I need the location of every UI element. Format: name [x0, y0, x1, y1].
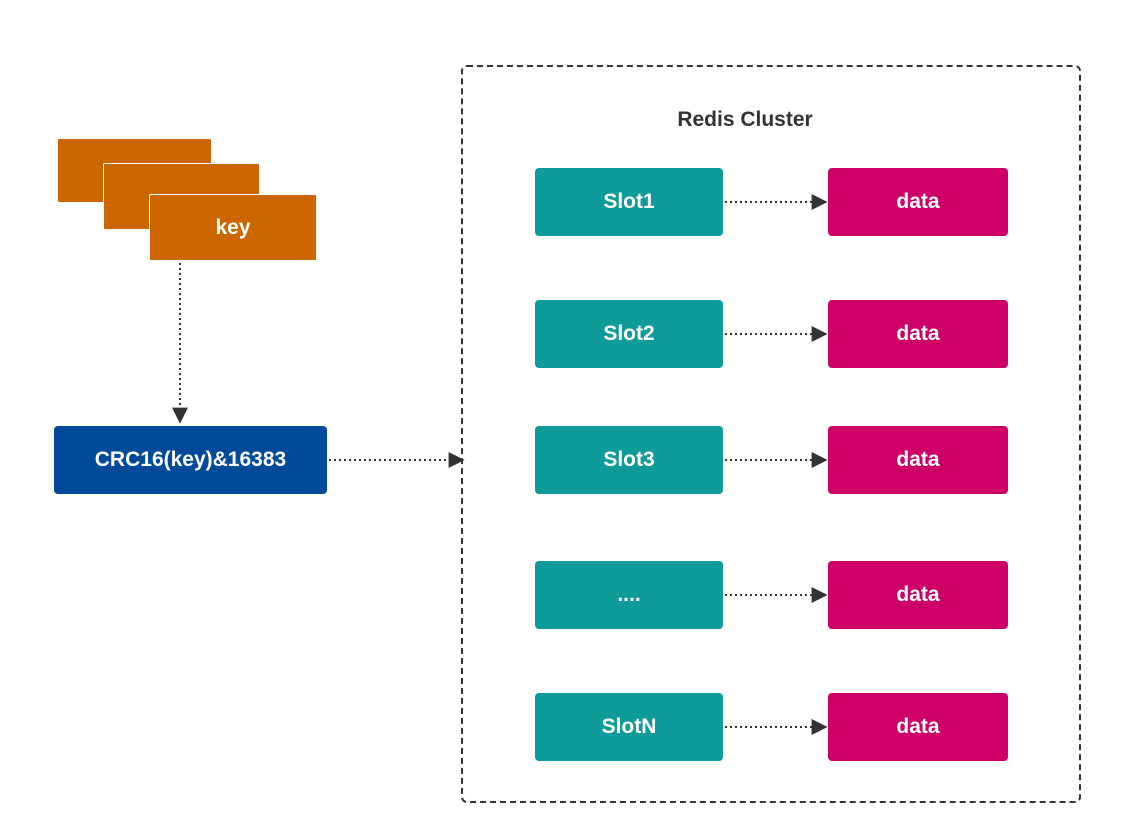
data-box-4: data — [828, 561, 1008, 629]
hash-function-box: CRC16(key)&16383 — [54, 426, 327, 494]
slot-label: Slot2 — [603, 322, 655, 345]
key-label: key — [215, 215, 251, 239]
slot-label: .... — [617, 583, 641, 606]
data-label: data — [896, 715, 940, 738]
data-label: data — [896, 190, 940, 213]
data-box-3: data — [828, 426, 1008, 494]
hash-function-label: CRC16(key)&16383 — [94, 448, 287, 471]
data-label: data — [896, 322, 940, 345]
redis-cluster-container — [461, 65, 1081, 803]
slot-label: SlotN — [601, 715, 657, 738]
slot-box-n: SlotN — [535, 693, 723, 761]
data-box-2: data — [828, 300, 1008, 368]
redis-cluster-title: Redis Cluster — [677, 108, 813, 131]
key-card-front: key — [149, 194, 317, 261]
slot-label: Slot1 — [603, 190, 655, 213]
slot-box-3: Slot3 — [535, 426, 723, 494]
data-label: data — [896, 448, 940, 471]
slot-box-1: Slot1 — [535, 168, 723, 236]
data-box-1: data — [828, 168, 1008, 236]
data-label: data — [896, 583, 940, 606]
slot-box-ellipsis: .... — [535, 561, 723, 629]
data-box-n: data — [828, 693, 1008, 761]
slot-label: Slot3 — [603, 448, 655, 471]
slot-box-2: Slot2 — [535, 300, 723, 368]
